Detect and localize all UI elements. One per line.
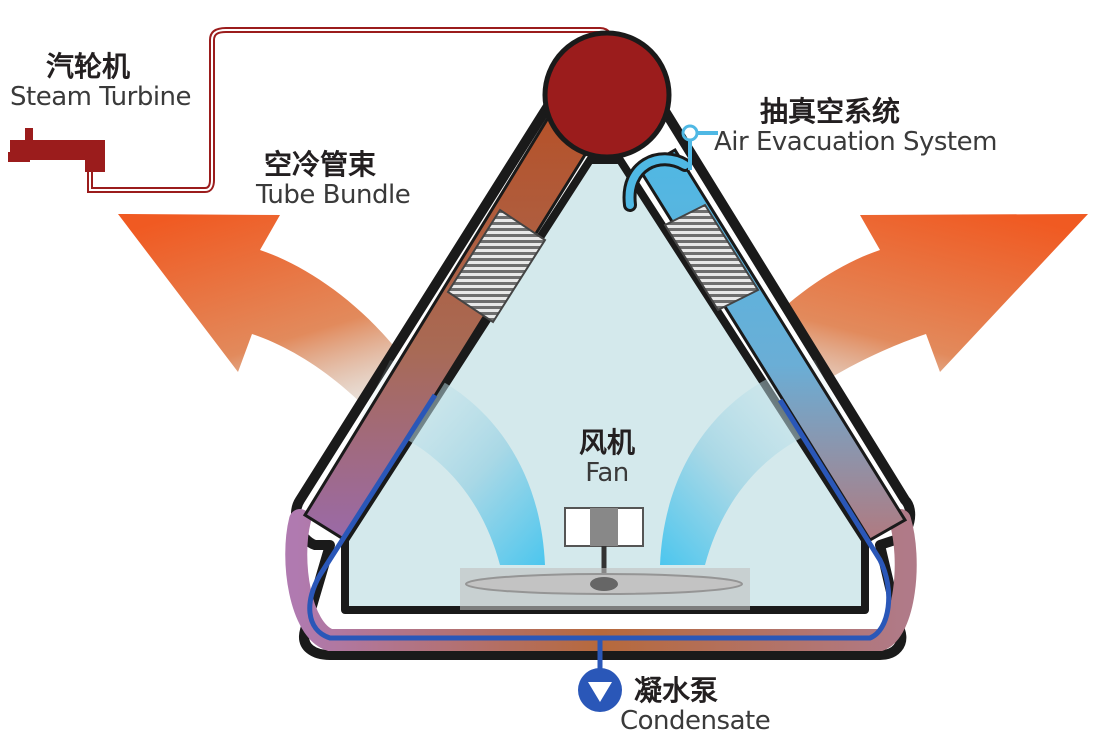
air-evacuation-label: 抽真空系统 Air Evacuation System	[714, 95, 997, 157]
condensate-line-left	[307, 393, 600, 641]
steam-turbine-icon	[8, 128, 105, 172]
steam-turbine-label: 汽轮机 Steam Turbine	[10, 50, 192, 112]
tube-bundle-left-fins	[446, 208, 547, 324]
fan-label: 风机 Fan	[560, 426, 654, 488]
tube-bundle-zh: 空冷管束	[264, 148, 377, 181]
fan-zh: 风机	[578, 426, 635, 459]
fan-icon	[460, 507, 750, 610]
steam-turbine-zh: 汽轮机	[46, 50, 131, 83]
steam-manifold	[542, 30, 672, 160]
tube-bundle-right-fins	[663, 203, 760, 312]
air-evacuation-en: Air Evacuation System	[714, 126, 997, 157]
fan-en: Fan	[585, 457, 629, 488]
air-evacuation-zh: 抽真空系统	[760, 95, 901, 128]
tube-bundle-en: Tube Bundle	[256, 179, 411, 210]
tube-bundle-label: 空冷管束 Tube Bundle	[256, 148, 411, 210]
steam-turbine-en: Steam Turbine	[10, 81, 192, 112]
condensate-en: Condensate	[620, 705, 771, 736]
condensate-label: 凝水泵 Condensate	[620, 674, 771, 736]
air-evacuation-valve-icon	[681, 124, 718, 170]
condensate-line-right	[600, 398, 892, 641]
condensate-zh: 凝水泵	[634, 674, 719, 707]
